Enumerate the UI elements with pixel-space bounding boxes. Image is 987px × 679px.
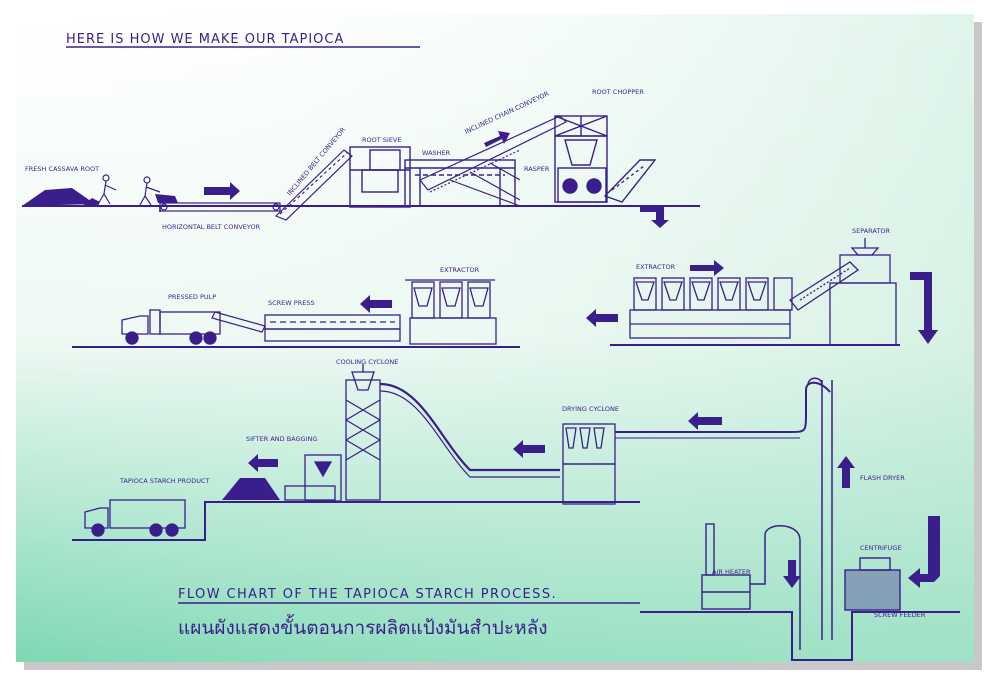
arrow-row3-left xyxy=(248,454,278,472)
label-screw-feeder: SCREW FEEDER xyxy=(874,611,926,619)
inclined-belt-conveyor xyxy=(274,149,353,221)
arrow-chain-conveyor xyxy=(484,131,510,147)
inclined-chain-conveyor xyxy=(419,115,568,207)
arrow-row1 xyxy=(204,182,240,200)
label-cooling-cyclone: COOLING CYCLONE xyxy=(336,358,398,366)
label-air-heater: AIR HEATER xyxy=(712,568,751,576)
washer xyxy=(404,159,516,207)
label-centrifuge: CENTRIFUGE xyxy=(860,544,902,552)
label-drying-cyclone: DRYING CYCLONE xyxy=(562,405,619,413)
horizontal-belt-conveyor xyxy=(159,202,281,212)
label-sifter-and-bagging: SIFTER AND BAGGING xyxy=(246,435,317,443)
heater-duct xyxy=(750,525,801,650)
arrow-turn-3 xyxy=(908,516,940,588)
ground-pit xyxy=(640,611,960,661)
arrow-turn-1 xyxy=(640,206,669,228)
label-rasper: RASPER xyxy=(524,165,550,173)
label-root-chopper: ROOT CHOPPER xyxy=(592,88,644,96)
arrow-down-heater xyxy=(783,560,801,588)
cooling-duct xyxy=(379,382,560,472)
dryer-duct xyxy=(615,381,831,433)
cooling-cyclone xyxy=(345,364,381,501)
label-pressed-pulp: PRESSED PULP xyxy=(168,293,216,301)
header-title: HERE IS HOW WE MAKE OUR TAPIOCA xyxy=(66,32,344,47)
extractor-bank-right xyxy=(629,277,793,339)
label-extractor-right: EXTRACTOR xyxy=(636,263,676,271)
workers-figures xyxy=(97,174,178,206)
arrow-extractor-right xyxy=(690,260,724,276)
footer-title-en: FLOW CHART OF THE TAPIOCA STARCH PROCESS… xyxy=(178,587,557,602)
label-washer: WASHER xyxy=(422,149,451,157)
arrow-row2-right xyxy=(586,309,618,327)
product-truck xyxy=(84,499,186,537)
centrifuge xyxy=(844,557,901,611)
arrow-turn-2 xyxy=(910,272,938,344)
pulp-truck xyxy=(121,309,221,345)
drying-cyclone xyxy=(562,423,616,505)
footer-title-th: แผนผังแสดงขั้นตอนการผลิตแป้งมันสำปะหลัง xyxy=(178,614,548,639)
label-separator: SEPARATOR xyxy=(852,227,890,235)
label-screw-press: SCREW PRESS xyxy=(268,299,315,307)
extractor-bank-left xyxy=(405,279,497,345)
rasper xyxy=(557,159,657,203)
label-horizontal-belt-conveyor: HORIZONTAL BELT CONVEYOR xyxy=(162,223,261,231)
label-extractor-left: EXTRACTOR xyxy=(440,266,480,274)
label-root-sieve: ROOT SIEVE xyxy=(362,136,402,144)
pulp-conveyor xyxy=(211,311,266,333)
starch-bags xyxy=(222,478,280,500)
cassava-root-pile xyxy=(22,188,100,206)
air-heater xyxy=(701,523,751,610)
arrow-row2-left xyxy=(360,295,392,313)
arrow-row3-right xyxy=(688,412,722,430)
arrow-flash-up xyxy=(837,456,855,488)
label-fresh-cassava-root: FRESH CASSAVA ROOT xyxy=(25,165,99,173)
label-flash-dryer: FLASH DRYER xyxy=(860,474,905,482)
arrow-row3-mid xyxy=(513,440,545,458)
flash-dryer xyxy=(807,377,833,640)
screw-press xyxy=(264,314,401,342)
label-tapioca-starch-product: TAPIOCA STARCH PRODUCT xyxy=(119,477,209,485)
separator xyxy=(789,238,897,346)
